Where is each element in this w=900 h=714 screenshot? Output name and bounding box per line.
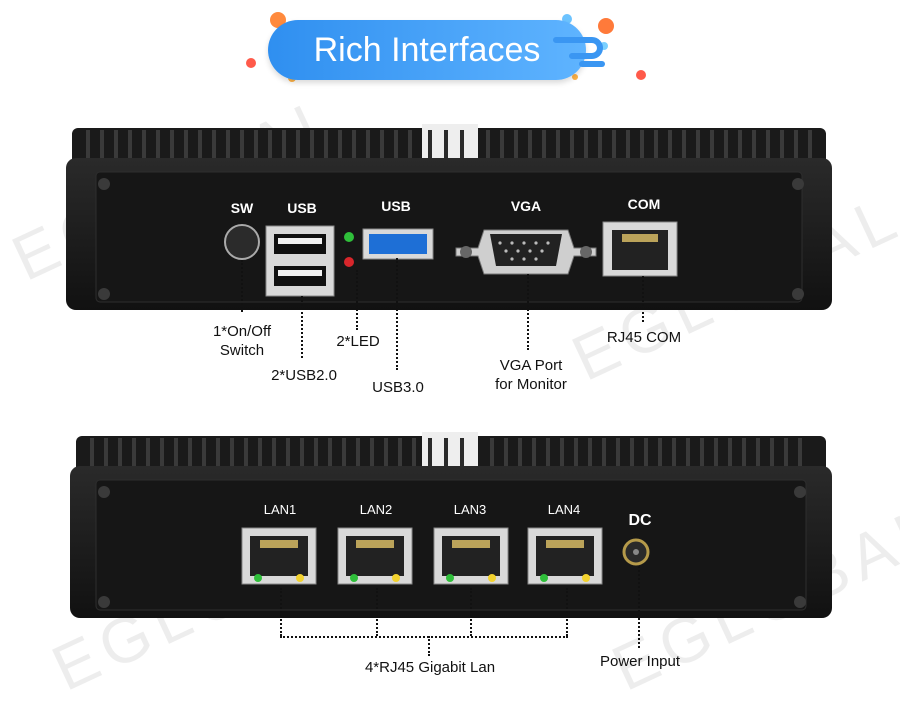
com-callout: RJ45 COM [606, 329, 682, 346]
title-banner: Rich Interfaces [268, 20, 586, 80]
lan-callout-leader [428, 636, 430, 656]
decor-dot [246, 58, 256, 68]
com-leader [642, 276, 644, 322]
power-leader [638, 566, 640, 648]
usb2-callout: 2*USB2.0 [271, 367, 337, 384]
com-port-label: COM [627, 196, 661, 212]
usb3-port-label: USB [381, 198, 411, 214]
led-leader [356, 270, 358, 330]
decor-dot [562, 14, 572, 24]
usb3-callout: USB3.0 [372, 379, 424, 396]
lan2-label: LAN2 [359, 502, 393, 517]
lan3-label: LAN3 [453, 502, 487, 517]
sw-port-label: SW [230, 200, 254, 216]
banner-swoosh [553, 37, 605, 67]
vga-port-label: VGA [510, 198, 542, 214]
banner-title: Rich Interfaces [313, 31, 541, 69]
lan1-leader [280, 588, 282, 636]
usb2-port-label: USB [287, 200, 317, 216]
switch-callout: 1*On/Off Switch [212, 323, 272, 359]
lan-callout: 4*RJ45 Gigabit Lan [364, 659, 496, 676]
lan1-label: LAN1 [263, 502, 297, 517]
led-callout: 2*LED [336, 333, 380, 350]
front-device [66, 124, 832, 310]
decor-dot [636, 70, 646, 80]
lan-bus-leader [280, 636, 568, 638]
usb2-leader [301, 296, 303, 358]
lan4-label: LAN4 [547, 502, 581, 517]
lan2-leader [376, 588, 378, 636]
vga-leader [527, 274, 529, 350]
lan4-leader [566, 588, 568, 636]
lan3-leader [470, 588, 472, 636]
dc-label: DC [628, 512, 652, 529]
vga-callout: VGA Port for Monitor [495, 357, 567, 393]
power-callout: Power Input [599, 653, 681, 670]
usb3-leader [396, 258, 398, 370]
decor-dot [600, 42, 608, 50]
decor-dot [572, 74, 578, 80]
rear-device [70, 432, 832, 618]
decor-dot [598, 18, 614, 34]
switch-leader [241, 260, 243, 312]
